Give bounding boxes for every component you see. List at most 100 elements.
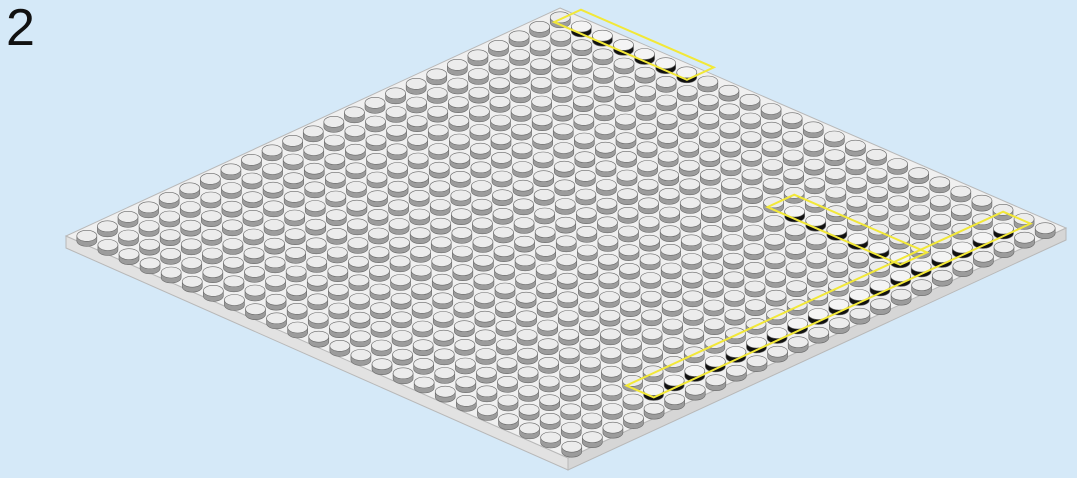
- baseplate-stud: [599, 273, 619, 289]
- baseplate-stud: [351, 350, 371, 366]
- baseplate-stud: [472, 218, 492, 234]
- baseplate-stud: [638, 179, 658, 195]
- baseplate-stud: [453, 283, 473, 299]
- baseplate-stud: [411, 265, 431, 281]
- baseplate-stud: [678, 104, 698, 120]
- baseplate-stud: [306, 219, 326, 235]
- baseplate-stud: [681, 216, 701, 232]
- baseplate-stud: [308, 313, 328, 329]
- baseplate-stud: [698, 76, 718, 92]
- baseplate-stud: [786, 262, 806, 278]
- baseplate-stud: [221, 164, 241, 180]
- baseplate-stud: [454, 321, 474, 337]
- baseplate-stud: [788, 337, 808, 353]
- baseplate-stud: [871, 299, 891, 315]
- baseplate-stud: [350, 331, 370, 347]
- baseplate-stud: [366, 135, 386, 151]
- baseplate-stud: [511, 106, 531, 122]
- baseplate-stud: [827, 243, 847, 259]
- baseplate-stud: [763, 178, 783, 194]
- baseplate-stud: [783, 131, 803, 147]
- baseplate-stud: [742, 169, 762, 185]
- baseplate-stud: [474, 293, 494, 309]
- baseplate-stud: [201, 211, 221, 227]
- baseplate-stud: [701, 207, 721, 223]
- baseplate-stud: [471, 162, 491, 178]
- baseplate-stud: [951, 186, 971, 202]
- baseplate-stud: [513, 162, 533, 178]
- baseplate-stud: [287, 303, 307, 319]
- baseplate-stud: [427, 69, 447, 85]
- baseplate-stud: [160, 211, 180, 227]
- baseplate-stud: [456, 395, 476, 411]
- baseplate-stud: [558, 311, 578, 327]
- baseplate-stud: [388, 163, 408, 179]
- baseplate-stud: [432, 256, 452, 272]
- baseplate-stud: [490, 96, 510, 112]
- baseplate-stud: [806, 234, 826, 250]
- baseplate-stud: [805, 178, 825, 194]
- baseplate-stud: [681, 235, 701, 251]
- baseplate-stud: [180, 183, 200, 199]
- baseplate-stud: [722, 197, 742, 213]
- baseplate-stud: [931, 214, 951, 230]
- baseplate-stud: [262, 145, 282, 161]
- baseplate-stud: [573, 96, 593, 112]
- baseplate-stud: [662, 300, 682, 316]
- baseplate-stud: [371, 303, 391, 319]
- baseplate-stud: [497, 358, 517, 374]
- baseplate-stud: [825, 168, 845, 184]
- baseplate-stud: [719, 85, 739, 101]
- baseplate-stud: [534, 171, 554, 187]
- baseplate-stud: [703, 263, 723, 279]
- baseplate-stud: [468, 69, 488, 85]
- baseplate-stud: [601, 348, 621, 364]
- baseplate-stud: [699, 132, 719, 148]
- baseplate-stud: [659, 170, 679, 186]
- baseplate-stud: [368, 191, 388, 207]
- baseplate-stud: [367, 172, 387, 188]
- baseplate-stud: [562, 441, 582, 457]
- baseplate-stud: [618, 207, 638, 223]
- baseplate-stud: [848, 252, 868, 268]
- baseplate-stud: [492, 171, 512, 187]
- baseplate-stud: [661, 263, 681, 279]
- baseplate-stud: [224, 295, 244, 311]
- baseplate-stud: [743, 188, 763, 204]
- baseplate-stud: [762, 122, 782, 138]
- baseplate-stud: [450, 171, 470, 187]
- baseplate-stud: [519, 404, 539, 420]
- baseplate-stud: [620, 263, 640, 279]
- baseplate-stud: [473, 237, 493, 253]
- baseplate-stud: [615, 77, 635, 93]
- baseplate-stud: [408, 153, 428, 169]
- baseplate-stud: [370, 265, 390, 281]
- baseplate-stud: [535, 208, 555, 224]
- baseplate-stud: [160, 230, 180, 246]
- baseplate-stud: [491, 115, 511, 131]
- baseplate-stud: [553, 105, 573, 121]
- baseplate-stud: [574, 133, 594, 149]
- baseplate-stud: [407, 116, 427, 132]
- baseplate-stud: [264, 220, 284, 236]
- baseplate-stud: [721, 179, 741, 195]
- baseplate-stud: [602, 404, 622, 420]
- baseplate-stud: [369, 247, 389, 263]
- baseplate-stud: [495, 283, 515, 299]
- baseplate-stud: [953, 261, 973, 277]
- baseplate-stud: [494, 227, 514, 243]
- baseplate-stud: [621, 301, 641, 317]
- baseplate-stud: [223, 257, 243, 273]
- baseplate-stud: [559, 329, 579, 345]
- baseplate-stud: [372, 359, 392, 375]
- baseplate-stud: [434, 349, 454, 365]
- baseplate-stud: [635, 67, 655, 83]
- baseplate-stud: [600, 329, 620, 345]
- baseplate-stud: [288, 322, 308, 338]
- baseplate-stud: [743, 206, 763, 222]
- baseplate-stud: [454, 302, 474, 318]
- baseplate-stud: [119, 230, 139, 246]
- baseplate-stud: [515, 236, 535, 252]
- baseplate-stud: [577, 226, 597, 242]
- baseplate-stud: [868, 205, 888, 221]
